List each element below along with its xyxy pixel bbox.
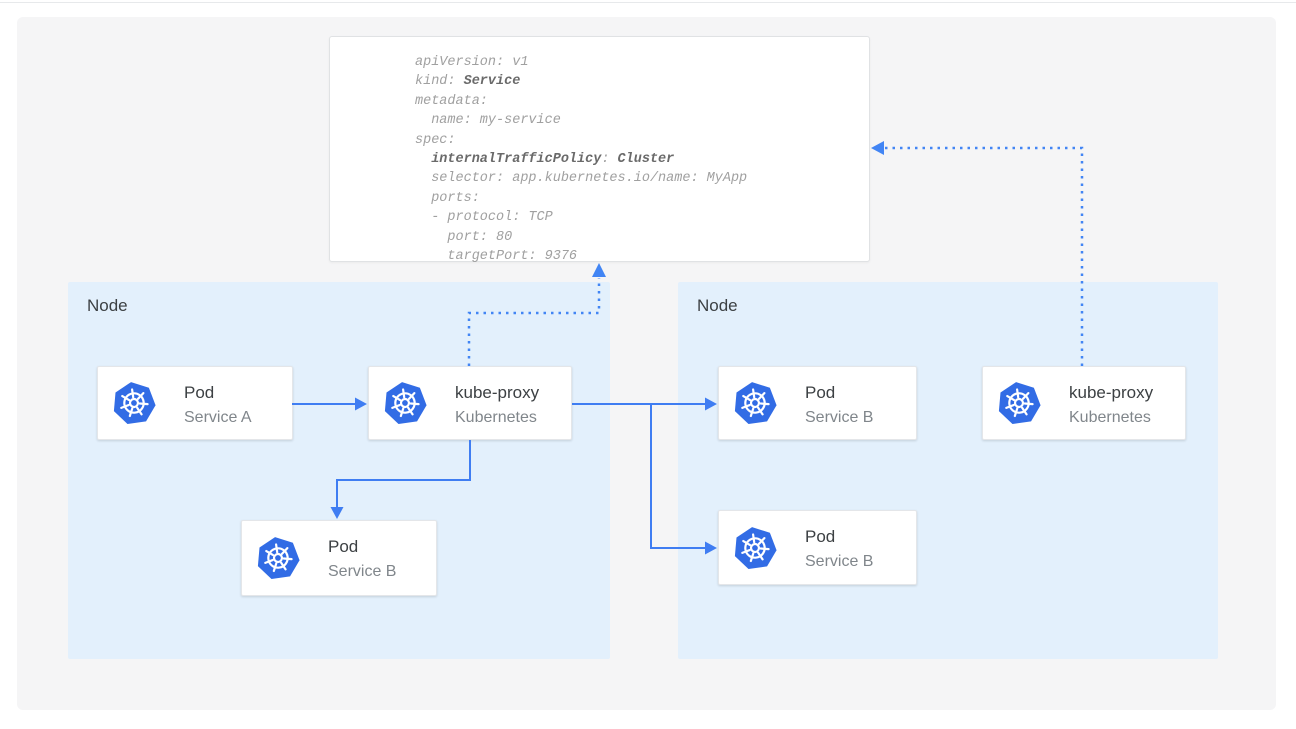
kubernetes-icon: [733, 526, 777, 570]
yaml-line: kind: Service: [415, 74, 521, 90]
kubernetes-icon: [733, 381, 777, 425]
card-pod-service-b-right-bottom: Pod Service B: [718, 510, 917, 585]
card-title: Pod: [328, 537, 359, 556]
yaml-line: internalTrafficPolicy: Cluster: [431, 152, 675, 168]
card-pod-service-a: Pod Service A: [97, 366, 293, 440]
kubernetes-icon: [383, 381, 427, 425]
card-title: Pod: [805, 527, 836, 546]
yaml-line: ports:: [415, 190, 480, 206]
kubernetes-icon: [256, 536, 300, 580]
yaml-line: apiVersion: v1: [415, 55, 529, 70]
card-subtitle: Service A: [184, 409, 252, 426]
service-spec-card: apiVersion: v1 kind: Service metadata: n…: [329, 36, 870, 264]
card-kube-proxy-right: kube-proxy Kubernetes: [982, 366, 1186, 440]
card-title: Pod: [184, 383, 215, 402]
card-subtitle: Service B: [805, 553, 874, 570]
card-kube-proxy-left: kube-proxy Kubernetes: [368, 366, 572, 440]
card-title: Pod: [805, 383, 836, 402]
yaml-line: selector: app.kubernetes.io/name: MyApp: [415, 171, 748, 187]
card-title: kube-proxy: [455, 383, 540, 402]
card-pod-service-b-right-top: Pod Service B: [718, 366, 917, 440]
card-subtitle: Service B: [328, 563, 397, 580]
node-box-right: Node: [678, 282, 1218, 659]
card-pod-service-b-left: Pod Service B: [241, 520, 437, 596]
node-label: Node: [697, 296, 738, 315]
card-title: kube-proxy: [1069, 383, 1154, 402]
yaml-line: port: 80: [415, 229, 513, 245]
yaml-line: spec:: [415, 132, 456, 148]
node-box-left: Node: [68, 282, 610, 659]
yaml-line: name: my-service: [415, 113, 561, 129]
yaml-line: targetPort: 9376: [415, 249, 578, 265]
kubernetes-icon: [112, 381, 156, 425]
node-label: Node: [87, 296, 128, 315]
card-subtitle: Kubernetes: [1069, 409, 1151, 426]
kubernetes-icon: [997, 381, 1041, 425]
top-divider: [0, 2, 1296, 3]
card-subtitle: Kubernetes: [455, 409, 537, 426]
yaml-line: - protocol: TCP: [415, 210, 553, 226]
yaml-line: metadata:: [415, 93, 488, 109]
card-subtitle: Service B: [805, 409, 874, 426]
